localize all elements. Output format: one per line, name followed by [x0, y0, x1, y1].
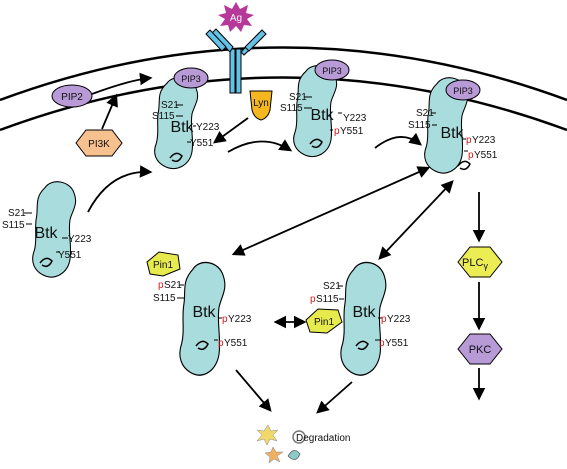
- pkc-label: PKC: [469, 344, 492, 356]
- phospho-p: p: [218, 338, 224, 349]
- site-s21: S21: [416, 108, 434, 119]
- pip3-badge: [314, 59, 350, 81]
- arrow-lyn-to-btk: [212, 117, 249, 144]
- site-s115: S115: [2, 220, 25, 231]
- arrow-btk-active-to-pin1-s115: [378, 180, 454, 260]
- site-s115: S115: [408, 120, 431, 131]
- site-s115: S115: [153, 293, 176, 304]
- lyn-node: Lyn: [249, 90, 273, 121]
- btk-membrane-active: PIP3 Btk S21 S115 p Y223 p Y551: [408, 77, 498, 174]
- site-y551: Y551: [190, 138, 214, 149]
- site-y223: Y223: [387, 314, 411, 325]
- btk-label: Btk: [352, 304, 376, 321]
- site-s115: S115: [152, 111, 175, 122]
- site-s21: S21: [323, 281, 341, 292]
- arrow-pin1-s115-to-degradation: [316, 381, 353, 414]
- btk-cytosolic: Btk S21 S115 Y223 Y551: [2, 181, 92, 278]
- site-y551: Y551: [58, 250, 82, 261]
- pi3k-node: PI3K: [75, 129, 123, 157]
- site-y223: Y223: [228, 314, 252, 325]
- pip2-label: PIP2: [61, 92, 83, 103]
- btk-pin1-ps115: Btk S21 p S115 Pin1 p Y223 p Y551: [305, 261, 411, 376]
- site-s115: S115: [280, 103, 303, 114]
- pip3-badge: [445, 79, 481, 101]
- pin1-label: Pin1: [314, 317, 334, 328]
- lyn-label: Lyn: [253, 98, 269, 109]
- btk-label: Btk: [170, 119, 194, 136]
- site-y223: Y223: [343, 113, 367, 124]
- pip3-label: PIP3: [322, 66, 342, 76]
- phospho-p: p: [222, 314, 228, 325]
- phospho-p: p: [466, 135, 472, 146]
- btk-label: Btk: [310, 107, 334, 124]
- btk-membrane-1: PIP3 Btk S21 S115 Y223 Y551: [152, 67, 220, 170]
- arrow-pi3k-to-pip: [101, 93, 118, 130]
- antigen-star: Ag: [218, 2, 254, 32]
- phospho-p: p: [381, 314, 387, 325]
- pin1-node: Pin1: [146, 251, 181, 277]
- site-y223: Y223: [472, 135, 496, 146]
- site-s115: S115: [316, 294, 339, 305]
- pkc-node: PKC: [457, 333, 503, 365]
- arrow-pip2-to-membrane: [91, 72, 153, 95]
- btk-label: Btk: [34, 225, 58, 242]
- plc-gamma-node: PLCγ: [457, 246, 503, 278]
- arrow-cytosol-to-membrane: [87, 165, 153, 213]
- site-y223: Y223: [196, 122, 220, 133]
- btk-membrane-2: PIP3 Btk S21 S115 Y223 p Y551: [280, 59, 367, 158]
- pi3k-label: PI3K: [88, 139, 110, 150]
- site-s21: S21: [289, 92, 307, 103]
- antigen-label: Ag: [230, 13, 242, 24]
- site-s21: S21: [164, 280, 182, 291]
- site-y223: Y223: [68, 234, 92, 245]
- phospho-p: p: [334, 126, 340, 137]
- site-y551: Y551: [224, 338, 248, 349]
- plc-label: PLCγ: [462, 257, 488, 271]
- site-y551: Y551: [474, 150, 498, 161]
- phospho-p: p: [468, 150, 474, 161]
- phospho-p: p: [379, 338, 385, 349]
- pip3-label: PIP3: [181, 74, 201, 84]
- pip3-badge: [173, 67, 209, 89]
- site-y551: Y551: [340, 126, 364, 137]
- arrows: [87, 72, 486, 414]
- arrow-btk2-to-btk3: [374, 132, 422, 149]
- btk-label: Btk: [192, 304, 216, 321]
- site-y551: Y551: [385, 338, 409, 349]
- arrow-pin1-s21-to-degradation: [235, 369, 272, 412]
- membrane-outer-line: [0, 46, 567, 102]
- pin1-label: Pin1: [153, 260, 173, 271]
- phospho-p: p: [158, 280, 164, 291]
- arrow-btk1-to-btk2: [227, 139, 293, 153]
- degradation-symbol: Degradation: [256, 424, 350, 464]
- btk-label: Btk: [440, 125, 464, 142]
- arrow-btk-active-to-pin1: [231, 166, 431, 256]
- pip2-node: PIP2: [51, 84, 93, 108]
- site-s21: S21: [161, 100, 179, 111]
- receptor: [205, 28, 267, 94]
- pip3-label: PIP3: [453, 86, 473, 96]
- degradation-label: Degradation: [296, 433, 350, 444]
- phospho-p: p: [310, 294, 316, 305]
- site-s21: S21: [8, 208, 26, 219]
- btk-pin1-ps21: Pin1 Btk p S21 S115 p Y223 p Y551: [146, 251, 252, 376]
- pin1-node: Pin1: [305, 308, 343, 334]
